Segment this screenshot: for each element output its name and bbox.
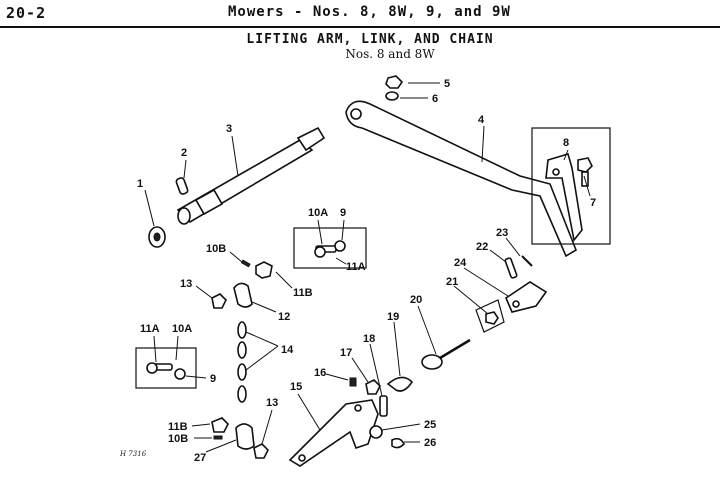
callout-9-left: 9: [210, 373, 216, 385]
part-11a-pin-left: [146, 362, 173, 374]
section-subtitle: Nos. 8 and 8W: [345, 47, 435, 61]
callout-7: 7: [590, 197, 596, 209]
callout-10a-left: 10A: [172, 323, 192, 335]
part-12-link: [233, 282, 253, 308]
part-3-shaft: [176, 126, 326, 225]
part-13-nut-top: [211, 293, 227, 309]
callout-18: 18: [363, 333, 375, 345]
callout-24: 24: [454, 257, 467, 269]
part-21-nut: [485, 311, 499, 325]
part-4-lifting-arm: [345, 100, 577, 258]
part-13-nut-bottom: [253, 443, 269, 459]
part-26-ring: [391, 437, 405, 449]
part-8-bracket: [545, 153, 583, 242]
pin-assembly-box-left: [135, 347, 197, 389]
callout-27: 27: [194, 452, 206, 464]
callout-10b-top: 10B: [206, 243, 226, 255]
callout-11b-bottom: 11B: [168, 421, 188, 433]
callout-2: 2: [181, 147, 187, 159]
callout-11a-top: 11A: [346, 261, 366, 273]
callout-13-top: 13: [180, 278, 192, 290]
part-23-cotter: [521, 255, 533, 267]
callout-3: 3: [226, 123, 232, 135]
part-6-washer: [385, 91, 399, 101]
part-20-eyebolt: [421, 338, 471, 370]
callout-20: 20: [410, 294, 422, 306]
part-14-chain: [237, 321, 247, 403]
callout-17: 17: [340, 347, 352, 359]
part-10b-cotter-top: [240, 259, 251, 268]
section-title: LIFTING ARM, LINK, AND CHAIN: [246, 32, 494, 47]
callout-labels: 1 2 3 4 5 6 7 8 10A 9 11A 10B 11B 13 12 …: [119, 78, 596, 464]
callout-9-top: 9: [340, 207, 346, 219]
callout-4: 4: [478, 114, 485, 126]
callout-26: 26: [424, 437, 436, 449]
callout-23: 23: [496, 227, 508, 239]
callout-12: 12: [278, 311, 290, 323]
part-8-detail-box: [531, 127, 611, 245]
header-rule: [0, 26, 720, 28]
pin-assembly-box-top: [293, 227, 367, 269]
callout-13-bottom: 13: [266, 397, 278, 409]
callout-16: 16: [314, 367, 326, 379]
part-7-bolt: [577, 157, 593, 187]
part-2-pin: [175, 177, 189, 195]
part-16-grease-fitting: [349, 377, 357, 387]
callout-11a-left: 11A: [140, 323, 160, 335]
callout-11b-top: 11B: [293, 287, 313, 299]
part-15-lever: [288, 399, 379, 467]
part-18-bolt: [379, 395, 388, 417]
callout-25: 25: [424, 419, 436, 431]
part-5-bolt: [385, 75, 404, 89]
part-17-nut: [365, 379, 381, 395]
callout-5: 5: [444, 78, 450, 90]
part-27-clevis: [235, 423, 255, 450]
callout-15: 15: [290, 381, 302, 393]
part-11a-pin-top: [314, 245, 337, 258]
callout-21: 21: [446, 276, 458, 288]
callout-22: 22: [476, 241, 488, 253]
part-10b-cotter-bottom: [213, 435, 223, 440]
part-9-washer-left: [174, 368, 186, 380]
callout-19: 19: [387, 311, 399, 323]
part-21-detail-box: [475, 299, 505, 333]
part-1-washer: [148, 226, 166, 248]
part-22-pin: [504, 257, 518, 279]
drawing-reference: H 7316: [119, 450, 147, 458]
callout-10a-top: 10A: [308, 207, 328, 219]
running-title: Mowers - Nos. 8, 8W, 9, and 9W: [228, 4, 511, 20]
callout-1: 1: [137, 178, 143, 190]
callout-10b-bottom: 10B: [168, 433, 188, 445]
part-11b-bolt-top: [255, 261, 273, 279]
part-24-clevis: [505, 281, 548, 313]
callout-8: 8: [563, 137, 569, 149]
part-11b-bolt-bottom: [211, 417, 229, 433]
part-9-washer-top: [334, 240, 346, 252]
callout-6: 6: [432, 93, 438, 105]
leader-lines: [144, 82, 591, 453]
part-19-hook: [386, 376, 414, 392]
part-25-washer: [369, 425, 383, 439]
callout-14: 14: [281, 344, 294, 356]
page-number: 20-2: [6, 4, 47, 22]
